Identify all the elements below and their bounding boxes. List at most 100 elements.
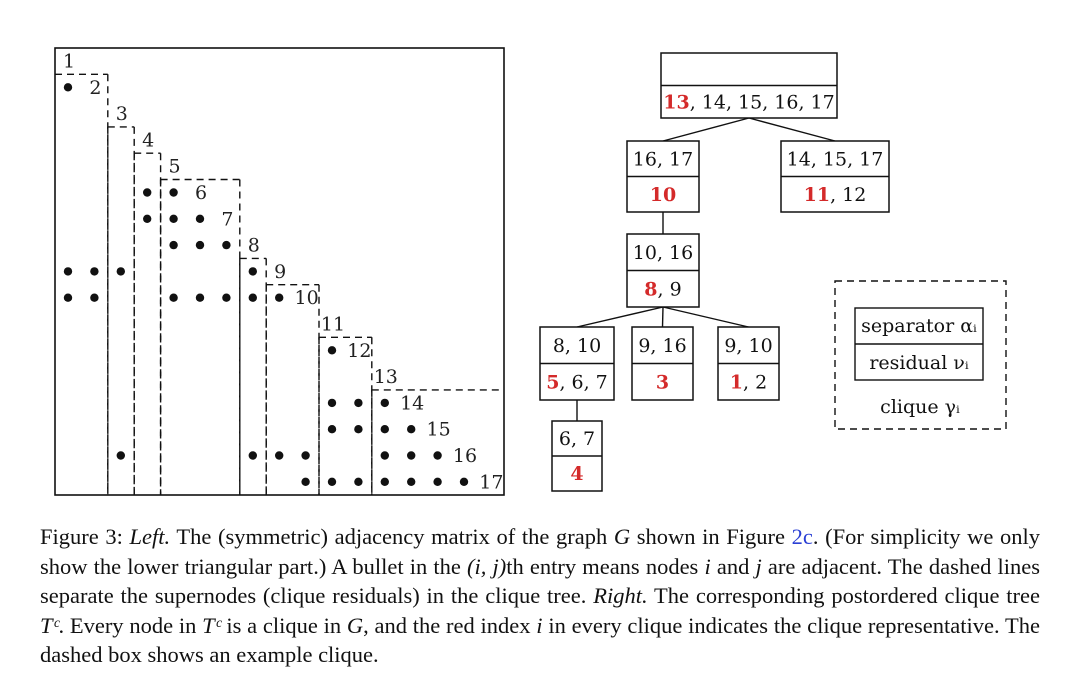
- matrix-bullet: [116, 267, 126, 276]
- matrix-bullet: [380, 425, 389, 434]
- matrix-bullet: [275, 451, 284, 460]
- tree-edge: [662, 306, 749, 328]
- matrix-index-label: 2: [89, 77, 101, 99]
- matrix-index-label: 17: [479, 471, 503, 493]
- matrix-bullet: [433, 477, 442, 486]
- clique-node-8: 10, 16 8, 9: [626, 233, 700, 308]
- caption-math: G: [613, 524, 631, 549]
- clique-separator-text: 8, 10: [553, 335, 601, 357]
- caption-math: i: [704, 553, 711, 579]
- matrix-bullet: [407, 477, 416, 486]
- matrix-bullet: [63, 267, 73, 276]
- clique-residual-rest: , 6, 7: [559, 371, 607, 393]
- caption-figure-number: Figure 3:: [40, 524, 123, 549]
- clique-residual-rest: , 9: [658, 278, 682, 300]
- legend-residual-label: residual νᵢ: [869, 352, 969, 374]
- matrix-bullet: [380, 477, 389, 486]
- clique-residual-text: 10: [650, 184, 676, 206]
- caption-left-label: Left.: [129, 524, 171, 549]
- matrix-bullet: [248, 451, 257, 460]
- matrix-bullet: [222, 293, 231, 302]
- matrix-index-label: 3: [116, 103, 128, 125]
- caption-text: are adjacent. The dashed lines separate …: [40, 553, 1040, 609]
- clique-node-4: 6, 7 4: [551, 420, 603, 492]
- legend-separator-label: separator αᵢ: [861, 315, 977, 337]
- caption-text: . Every node in: [58, 612, 203, 638]
- caption-math: (i, j): [466, 553, 507, 579]
- clique-residual-text: 4: [570, 463, 583, 485]
- matrix-bullet: [354, 425, 363, 434]
- matrix-index-label: 10: [295, 287, 319, 309]
- matrix-bullet: [433, 451, 442, 460]
- clique-residual-rest: , 12: [830, 184, 866, 206]
- matrix-bullet: [459, 477, 469, 486]
- matrix-bullet: [143, 214, 152, 223]
- caption-math: i: [536, 612, 543, 638]
- matrix-bullet: [354, 398, 363, 408]
- caption-math: j: [755, 553, 762, 579]
- caption-text: . (For simplicity we only show the lower…: [40, 524, 1040, 579]
- matrix-index-label: 12: [347, 340, 371, 362]
- matrix-bullet: [116, 451, 126, 460]
- matrix-bullet: [380, 398, 389, 408]
- matrix-bullet: [195, 293, 205, 302]
- matrix-bullet: [90, 267, 99, 276]
- clique-residual-text: 13, 14, 15, 16, 17: [663, 91, 834, 113]
- clique-representative: 8: [644, 278, 657, 300]
- caption-figure-link[interactable]: 2c: [791, 524, 813, 549]
- matrix-bullet: [248, 293, 257, 302]
- matrix-frame: [54, 47, 505, 496]
- tree-edge: [748, 117, 836, 142]
- matrix-index-label: 5: [169, 156, 181, 178]
- clique-node-5: 8, 10 5, 6, 7: [539, 326, 615, 401]
- caption-text: The corresponding postordered clique tre…: [647, 583, 1040, 608]
- tree-edge: [576, 306, 664, 328]
- matrix-index-label: 14: [400, 392, 424, 414]
- tree-edge: [661, 306, 664, 328]
- clique-representative: 1: [730, 371, 743, 393]
- matrix-bullet: [63, 293, 73, 302]
- clique-node-3: 9, 16 3: [631, 326, 694, 401]
- clique-representative: 10: [650, 184, 676, 206]
- clique-separator-text: 10, 16: [633, 242, 693, 264]
- caption-text: th entry means nodes: [506, 553, 705, 579]
- matrix-bullet: [169, 214, 178, 223]
- matrix-bullet: [169, 240, 178, 250]
- clique-residual-text: 5, 6, 7: [546, 371, 608, 393]
- clique-node-1: 9, 10 1, 2: [717, 326, 780, 401]
- caption-text: shown in Figure: [630, 524, 792, 549]
- matrix-bullet: [195, 240, 205, 250]
- matrix-bullet: [301, 477, 310, 486]
- clique-separator-text: 9, 10: [724, 335, 772, 357]
- matrix-bullet: [63, 83, 73, 92]
- caption-math: Tᶜ: [202, 612, 221, 638]
- matrix-index-label: 16: [453, 445, 477, 467]
- matrix-bullet: [407, 425, 416, 434]
- matrix-bullet: [301, 451, 310, 460]
- matrix-index-label: 6: [195, 182, 207, 204]
- clique-node-11: 14, 15, 17 11, 12: [780, 140, 890, 213]
- figure-caption: Figure 3: Left. The (symmetric) adjacenc…: [40, 522, 1040, 670]
- clique-separator-text: 14, 15, 17: [787, 148, 884, 170]
- matrix-index-label: 9: [274, 261, 286, 283]
- tree-edge: [662, 117, 750, 142]
- caption-text: and: [710, 553, 756, 579]
- caption-math: G: [346, 612, 364, 638]
- clique-residual-text: 8, 9: [644, 278, 681, 300]
- clique-residual-text: 1, 2: [730, 371, 767, 393]
- clique-separator-text: 9, 16: [638, 335, 686, 357]
- clique-node-10: 16, 17 10: [626, 140, 700, 213]
- clique-representative: 11: [804, 184, 830, 206]
- clique-residual-text: 3: [656, 371, 669, 393]
- caption-text: , and the red index: [363, 612, 537, 638]
- legend-clique-label: clique γᵢ: [880, 396, 960, 418]
- legend-dashed-border: [834, 280, 1007, 430]
- clique-separator-text: 6, 7: [559, 428, 595, 450]
- clique-residual-rest: , 14, 15, 16, 17: [690, 91, 835, 113]
- clique-separator-text: 16, 17: [633, 148, 693, 170]
- matrix-bullet: [380, 451, 389, 460]
- matrix-index-label: 15: [427, 419, 451, 441]
- caption-text: in every clique indicates the clique rep…: [40, 612, 1040, 668]
- clique-representative: 4: [570, 463, 583, 485]
